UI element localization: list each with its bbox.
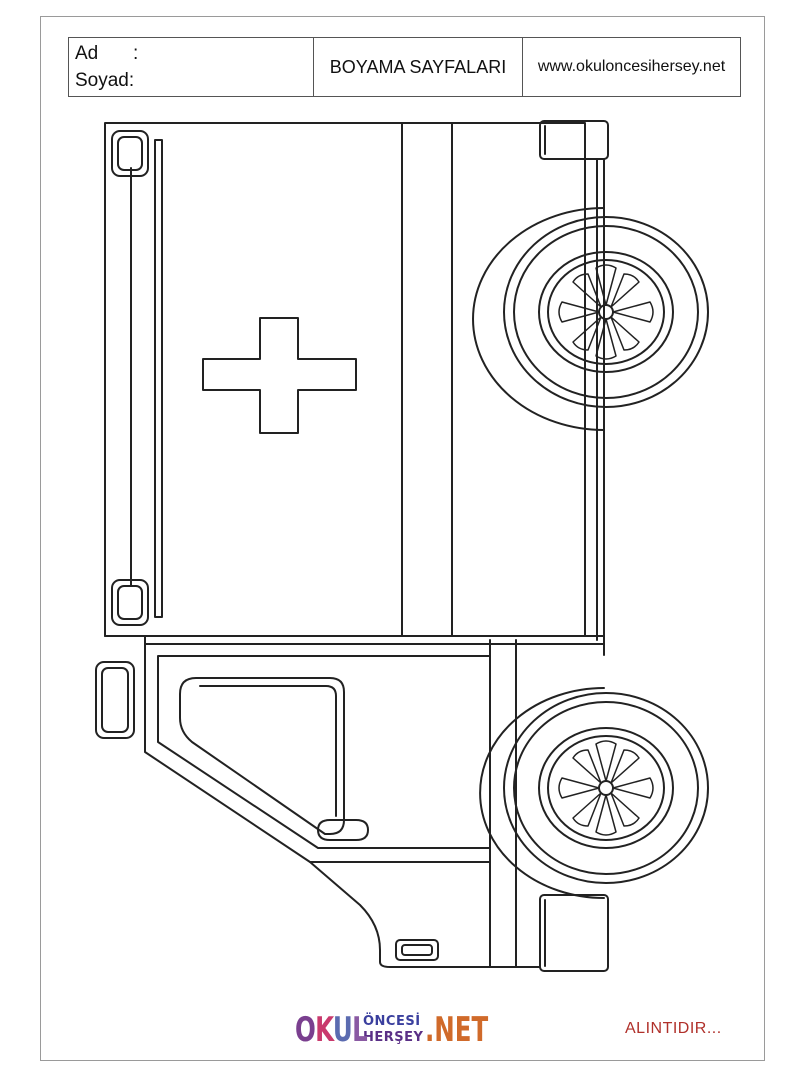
logo-letter: O [295,1010,316,1050]
logo-letter: L [352,1010,368,1050]
wheel [472,207,709,431]
page-frame [40,16,765,1061]
title-cell: BOYAMA SAYFALARI [314,38,523,96]
wheel [479,687,709,899]
logo-letter: K [315,1010,334,1050]
name-label: Ad [75,43,99,64]
front-bumper [539,894,609,972]
logo-top-text: ÖNCESİ [363,1014,421,1029]
cross-symbol [202,317,357,434]
logo-letter: U [332,1010,353,1050]
name-colon: : [133,43,139,64]
website-url: www.okuloncesihersey.net [537,58,726,75]
logo-okul: OKUL [295,1010,368,1050]
name-cell: Ad: Soyad: [69,38,314,96]
name-row: Ad: [75,40,313,67]
logo-net: .NET [425,1010,489,1050]
logo-middle: ÖNCESİ HERŞEY [363,1014,423,1046]
cab [95,635,605,968]
site-logo: OKUL ÖNCESİ HERŞEY .NET [295,1008,513,1052]
header-table: Ad: Soyad: BOYAMA SAYFALARI www.okulonce… [68,37,741,97]
credit-text: ALINTIDIR... [625,1020,722,1037]
page-title: BOYAMA SAYFALARI [329,56,507,77]
surname-label: Soyad: [75,70,135,91]
side-rail [111,130,163,626]
cargo-box [104,122,586,637]
logo-bottom-text: HERŞEY [363,1030,424,1045]
website-cell: www.okuloncesihersey.net [523,38,740,96]
rear-bumper [539,120,609,656]
